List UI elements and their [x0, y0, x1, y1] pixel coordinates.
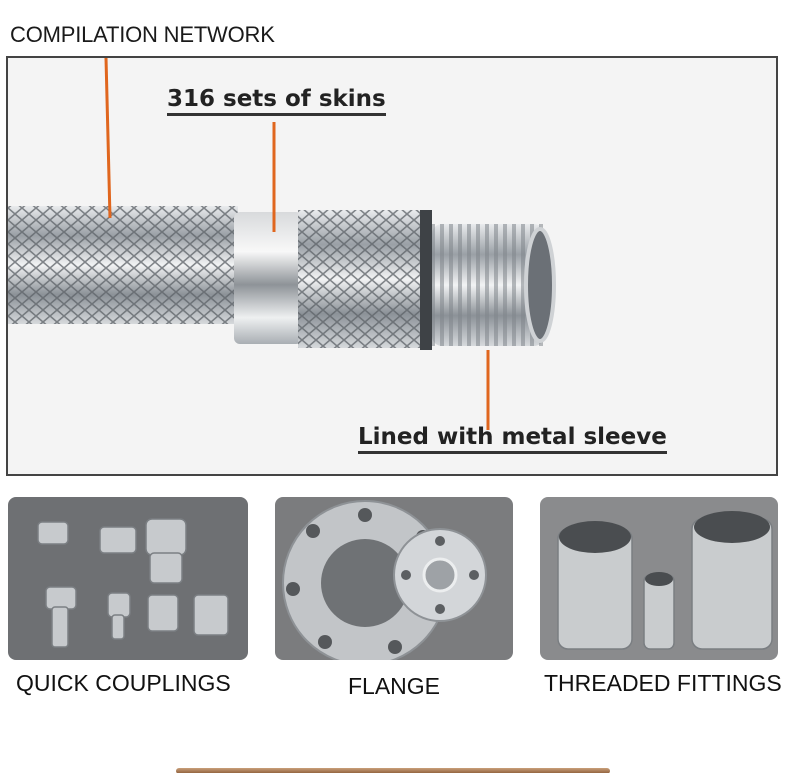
- skin-sleeve-ring: [234, 212, 302, 344]
- flange-caption: FLANGE: [348, 673, 441, 699]
- liner-opening: [524, 227, 556, 343]
- hose-photo-frame: [6, 56, 778, 476]
- bottom-divider-bar: [176, 768, 610, 773]
- quick-couplings-photo: [8, 497, 248, 660]
- threaded-fittings-caption: THREADED FITTINGS: [544, 670, 782, 696]
- braided-hose-illustration: [8, 58, 556, 430]
- lined-callout: Lined with metal sleeve: [358, 424, 667, 454]
- skins-callout: 316 sets of skins: [167, 86, 386, 116]
- leader-compilation: [104, 58, 112, 219]
- threaded-fittings-photo: [540, 497, 778, 660]
- flange-photo: [275, 497, 513, 660]
- quick-couplings-caption: QUICK COUPLINGS: [16, 670, 231, 696]
- compilation-network-label: COMPILATION NETWORK: [10, 22, 275, 47]
